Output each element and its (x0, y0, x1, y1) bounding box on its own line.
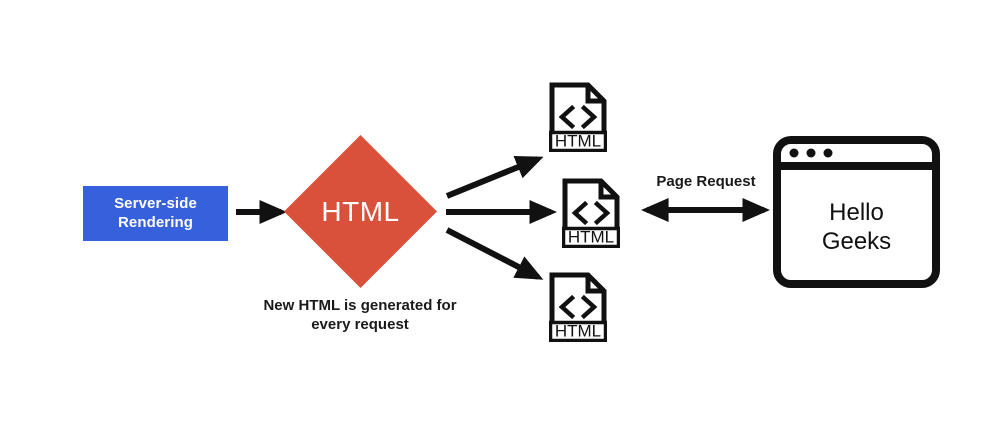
diamond-caption-line-1: New HTML is generated for (263, 297, 457, 314)
code-chevron-left-icon (571, 200, 589, 226)
file-folded-corner (585, 85, 604, 104)
code-chevron-left-icon (558, 294, 576, 320)
page-request-label: Page Request (656, 173, 756, 190)
html-diamond: HTML (284, 135, 437, 288)
browser-frame (773, 136, 940, 288)
html-file-icon: HTML (562, 178, 620, 248)
browser-dot-1 (789, 148, 799, 158)
html-file-icon: HTML (549, 82, 607, 152)
file-label-text: HTML (555, 132, 601, 151)
browser-dot-3 (823, 148, 833, 158)
html-file-icon: HTML (549, 272, 607, 342)
diamond-caption: New HTML is generated for every request (235, 297, 485, 335)
file-label-box (549, 130, 607, 152)
server-side-rendering-label: Server-side Rendering (114, 195, 197, 233)
file-label-box (562, 226, 620, 248)
file-label-box (549, 320, 607, 342)
code-chevron-left-icon (558, 104, 576, 130)
diamond-label: HTML (321, 195, 400, 227)
code-chevron-right-icon (580, 104, 598, 130)
file-label-text: HTML (555, 322, 601, 341)
diamond-caption-line-2: every request (311, 315, 409, 333)
file-label-text: HTML (568, 228, 614, 247)
browser-text-line-1: Hello (829, 199, 884, 226)
file-folded-corner (585, 275, 604, 294)
browser-dot-2 (806, 148, 816, 158)
code-chevron-right-icon (593, 200, 611, 226)
server-side-rendering-box: Server-side Rendering (83, 186, 228, 241)
browser-content-text: Hello Geeks (773, 198, 940, 257)
code-chevron-right-icon (580, 294, 598, 320)
arrow-diamond-to-file-3 (445, 227, 544, 280)
ssr-line-2: Rendering (117, 213, 194, 231)
file-folded-corner (598, 181, 617, 200)
browser-text-line-2: Geeks (821, 228, 892, 256)
ssr-line-1: Server-side (114, 194, 197, 212)
arrow-diamond-to-file-1 (445, 156, 544, 199)
browser-window: Hello Geeks (773, 136, 940, 288)
